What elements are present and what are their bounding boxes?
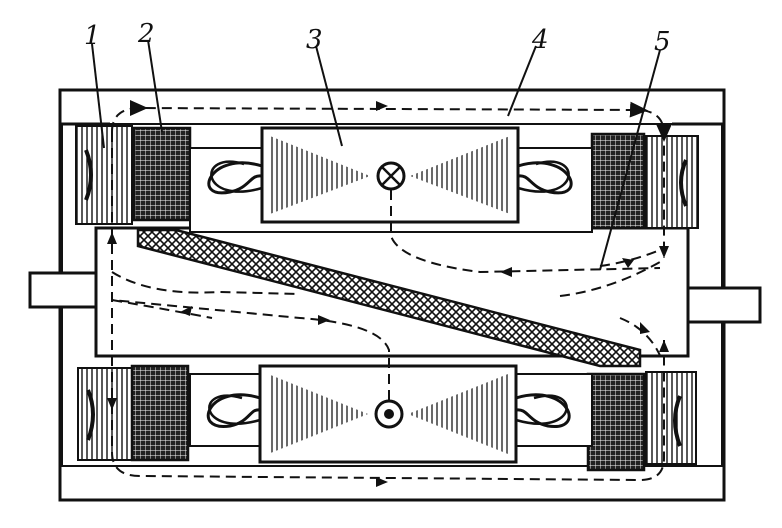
- flux-arrows: [107, 101, 669, 487]
- label-2: 2: [137, 19, 155, 49]
- pole-core-top-right: [645, 135, 699, 229]
- shaft-right: [686, 286, 762, 324]
- diagonal-winding: [136, 228, 642, 368]
- coil-top-left: [132, 126, 192, 222]
- cross-in-circle-icon: [376, 161, 406, 191]
- coil-top-right: [590, 132, 646, 230]
- pole-core-bottom-right: [645, 371, 697, 465]
- leader-lines: [91, 39, 661, 271]
- flux-paths: [111, 99, 672, 482]
- label-5: 5: [654, 27, 671, 57]
- dot-in-circle-icon: [374, 399, 404, 429]
- coil-bottom-right: [586, 372, 646, 472]
- pole-core-bottom-left: [77, 367, 133, 461]
- label-1: 1: [84, 21, 101, 51]
- coil-bottom-left: [130, 364, 190, 462]
- label-4: 4: [531, 25, 549, 55]
- label-3: 3: [306, 25, 323, 55]
- shaft-left: [28, 271, 98, 309]
